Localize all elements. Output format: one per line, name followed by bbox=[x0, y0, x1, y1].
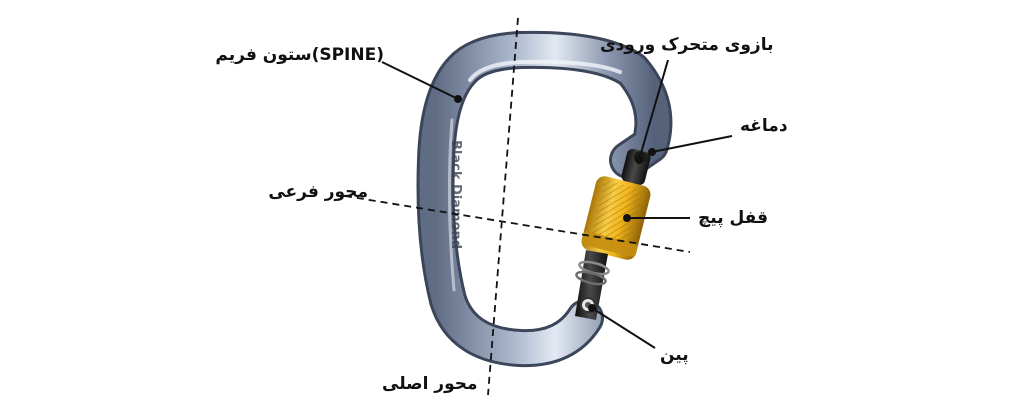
brand-logo-text: Black Diamond bbox=[448, 140, 463, 249]
screw-lock-sleeve bbox=[581, 176, 651, 260]
minor-axis-line bbox=[344, 195, 691, 253]
label-nose: دماغه bbox=[740, 116, 788, 136]
carabiner-frame bbox=[416, 30, 673, 368]
label-screw-lock: قفل پیچ bbox=[698, 208, 768, 228]
label-spine: ستون فریم(SPINE) bbox=[215, 45, 384, 65]
label-minor-axis: محور فرعی bbox=[268, 182, 368, 202]
major-axis-line bbox=[487, 17, 519, 396]
leader-lines bbox=[381, 59, 733, 349]
label-gate: بازوی متحرک ورودی bbox=[600, 35, 773, 55]
label-major-axis: محور اصلی bbox=[382, 374, 478, 394]
label-pin: پین bbox=[660, 345, 689, 365]
